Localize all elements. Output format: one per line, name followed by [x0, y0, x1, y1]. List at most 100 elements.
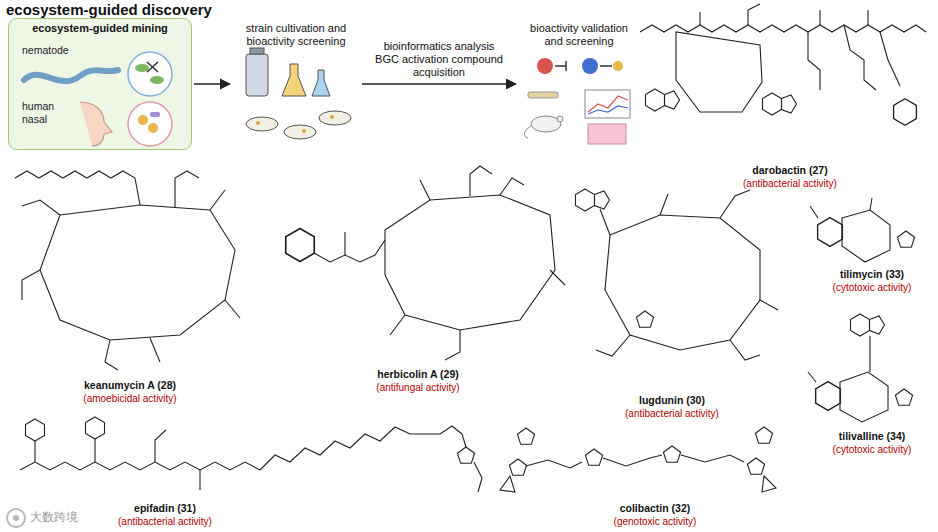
- cultivation-icon-part: [282, 64, 306, 96]
- compound-name: tilimycin (33): [840, 268, 904, 281]
- node-text: strain cultivation and bioactivity scree…: [234, 22, 358, 48]
- organism-label: human nasal: [22, 100, 66, 126]
- darobactin-structure-part: [819, 10, 820, 25]
- lugdunin-structure-part: [596, 335, 630, 356]
- cultivation-icon-part: [256, 121, 260, 125]
- lugdunin-structure: [576, 189, 779, 360]
- colibactin-structure-part: [526, 460, 582, 468]
- validation-icon-part: [528, 92, 558, 98]
- darobactin-structure-part: [676, 32, 762, 112]
- darobactin-structure: [640, 4, 926, 125]
- tilivalline-structure-part: [816, 382, 841, 411]
- colibactin-structure-part: [747, 458, 764, 474]
- cultivation-icon: [246, 48, 351, 139]
- chemical-structures: [15, 4, 926, 492]
- validation-icon-part: [582, 58, 598, 74]
- colibactin-structure-part: [681, 455, 744, 462]
- colibactin-structure-part: [517, 428, 534, 444]
- herbicolin-structure-part: [390, 315, 405, 335]
- compound-name: darobactin (27): [752, 164, 827, 177]
- nematode-icon-part: [150, 76, 164, 84]
- watermark-logo-part: [7, 509, 25, 527]
- mining-panel: ecosystem-guided mining: [8, 18, 192, 150]
- validation-icon: [524, 58, 630, 144]
- keanumycin-structure-part: [175, 171, 199, 207]
- compound-name: herbicolin A (29): [377, 368, 458, 381]
- activity-label: (antifungal activity): [376, 381, 459, 394]
- compound-name: colibactin (32): [620, 502, 691, 515]
- keanumycin-structure: [15, 171, 240, 370]
- tilivalline-structure-part: [808, 372, 816, 382]
- tilivalline-structure-part: [851, 314, 885, 336]
- colibactin-structure-part: [762, 476, 776, 492]
- epifadin-structure-part: [20, 462, 260, 470]
- tilivalline-structure-part: [840, 372, 888, 422]
- activity-label: (antibacterial activity): [625, 407, 719, 420]
- herbicolin-structure-part: [385, 195, 555, 330]
- darobactin-structure-part: [640, 25, 926, 32]
- cultivation-icon-part: [250, 48, 264, 54]
- herbicolin-structure-part: [445, 330, 460, 360]
- human-nose-icon-part: [150, 112, 160, 117]
- epifadin-structure-part: [457, 447, 474, 463]
- lugdunin-structure-part: [730, 340, 760, 360]
- darobactin-structure-part: [699, 12, 700, 25]
- epifadin-structure-part: [86, 417, 105, 439]
- lugdunin-structure-part: [720, 190, 750, 218]
- activity-label: (genotoxic activity): [614, 515, 697, 528]
- tilimycin-structure-part: [842, 210, 890, 262]
- darobactin-structure-part: [646, 89, 680, 111]
- activity-label: (amoebicidal activity): [83, 392, 176, 405]
- validation-icon-part: [600, 65, 612, 67]
- compound-name: tilivalline (34): [839, 430, 906, 443]
- node-text: bioactivity validation and screening: [520, 22, 638, 48]
- colibactin-structure-part: [585, 449, 602, 465]
- lugdunin-structure-part: [600, 209, 610, 235]
- herbicolin-structure-part: [500, 178, 524, 195]
- herbicolin-structure: [286, 166, 565, 360]
- tilimycin-structure-part: [897, 231, 914, 247]
- epifadin-structure-part: [260, 426, 462, 470]
- validation-icon-part: [555, 65, 566, 67]
- cultivation-icon-part: [302, 129, 306, 133]
- colibactin-structure-part: [509, 459, 526, 475]
- darobactin-structure-part: [748, 4, 760, 10]
- human-nose-icon-part: [80, 102, 112, 146]
- cultivation-icon-part: [330, 115, 334, 119]
- colibactin-structure-part: [603, 455, 662, 466]
- process-step: bioactivity validation and screening: [518, 20, 640, 150]
- flow-arrow: [362, 83, 516, 84]
- cultivation-icon-part: [319, 111, 351, 125]
- epifadin-structure: [20, 417, 482, 492]
- tilimycin-structure: [810, 198, 915, 262]
- colibactin-structure-part: [663, 446, 680, 462]
- keanumycin-structure-part: [22, 270, 40, 300]
- darobactin-structure-part: [747, 10, 748, 25]
- activity-label: (cytotoxic activity): [833, 281, 912, 294]
- herbicolin-structure-part: [314, 240, 385, 262]
- lugdunin-structure-part: [576, 189, 610, 211]
- colibactin-structure-part: [500, 476, 515, 492]
- panel-fill: [8, 18, 192, 150]
- nematode-icon-part: [24, 70, 118, 81]
- colibactin-structure-part: [755, 427, 772, 443]
- herbicolin-structure-part: [286, 229, 315, 262]
- human-nose-icon-part: [128, 102, 172, 146]
- lugdunin-structure-part: [605, 215, 760, 350]
- darobactin-structure-part: [808, 32, 820, 90]
- nematode-icon: [24, 52, 172, 96]
- activity-label: (antibacterial activity): [118, 515, 212, 528]
- cultivation-icon-part: [246, 117, 278, 131]
- darobactin-structure-part: [844, 25, 876, 90]
- epifadin-structure-part: [474, 462, 482, 492]
- keanumycin-structure-part: [22, 200, 60, 215]
- validation-icon-part: [524, 126, 531, 138]
- cultivation-icon-part: [284, 125, 316, 139]
- keanumycin-structure-part: [15, 171, 140, 205]
- darobactin-structure-part: [867, 10, 868, 25]
- keanumycin-structure-part: [105, 340, 118, 370]
- validation-icon-part: [613, 61, 623, 71]
- validation-icon-part: [588, 106, 628, 114]
